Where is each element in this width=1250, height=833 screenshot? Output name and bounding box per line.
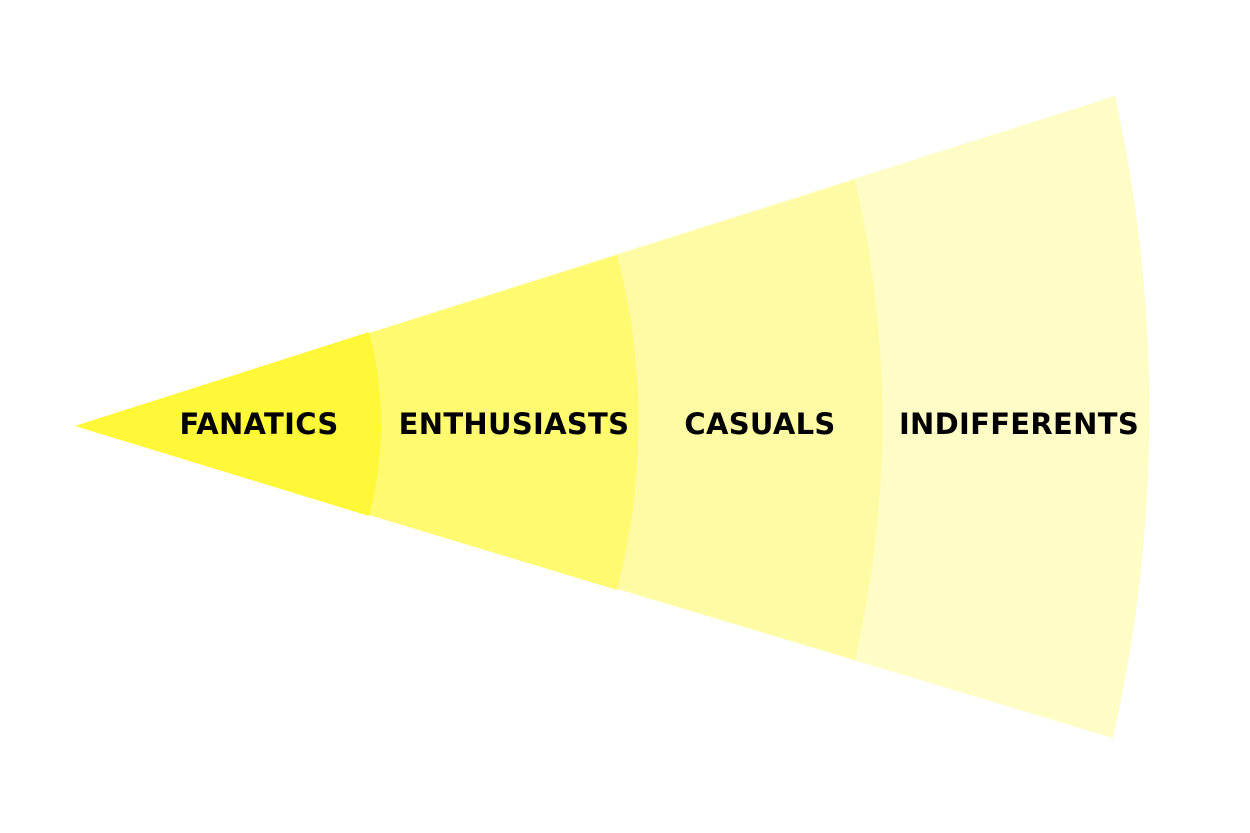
label-casuals: CASUALS	[684, 407, 835, 441]
label-indifferents: INDIFFERENTS	[899, 407, 1139, 441]
segment-fanatics	[75, 332, 381, 516]
label-enthusiasts: ENTHUSIASTS	[399, 407, 630, 441]
label-fanatics: FANATICS	[179, 407, 338, 441]
